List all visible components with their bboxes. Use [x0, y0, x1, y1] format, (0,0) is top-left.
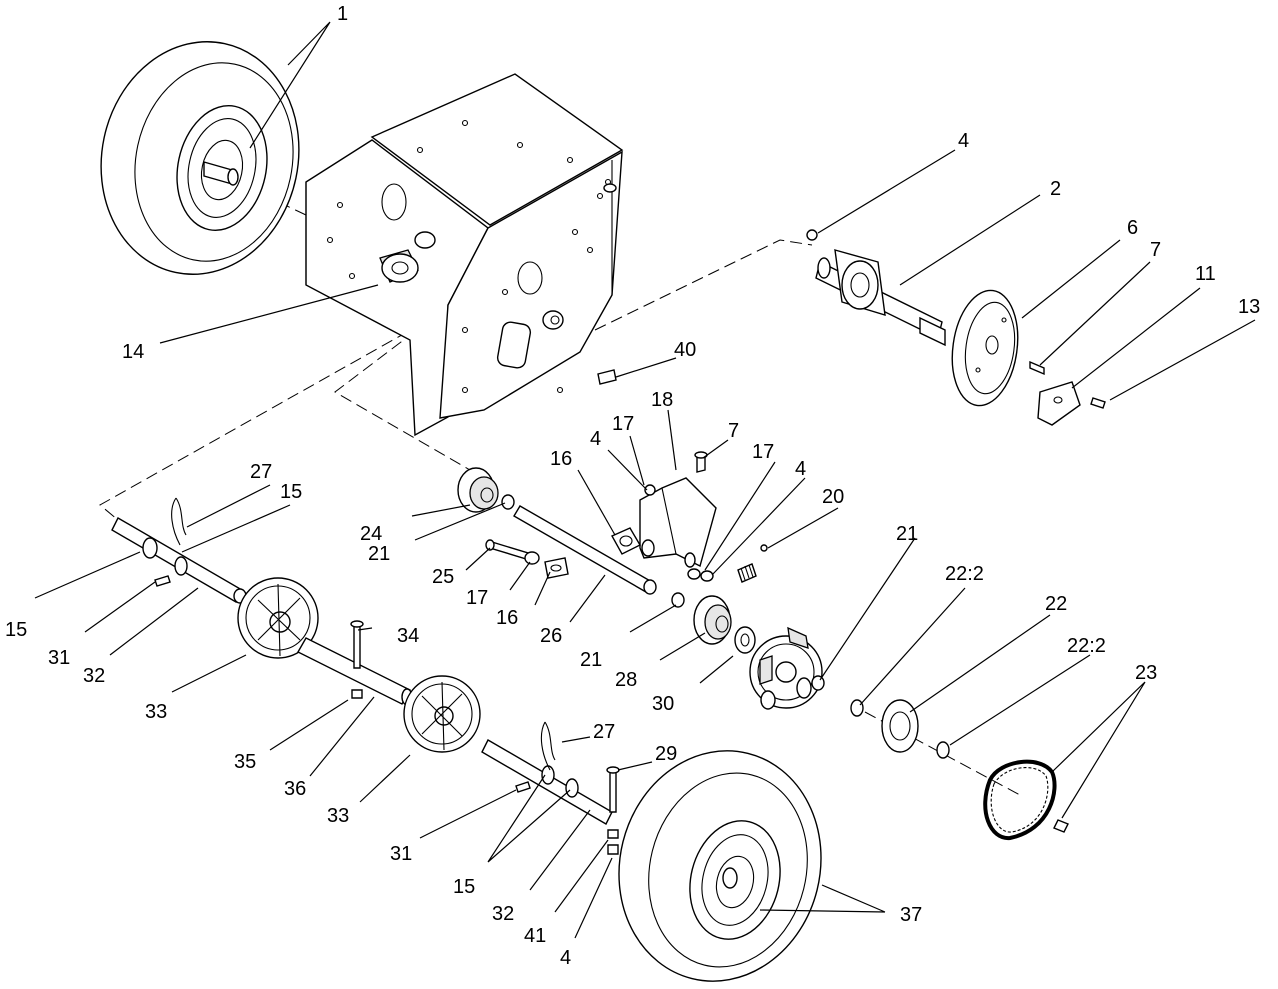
label-washer-right: 21	[896, 523, 918, 545]
lower-gear-shaft	[403, 675, 620, 855]
label-sprocket-pin-b: 22:2	[1067, 635, 1106, 657]
label-nut-gear: 35	[234, 751, 256, 773]
label-spacer-upper-left: 17	[612, 413, 634, 435]
right-sprocket-chain	[850, 699, 1069, 841]
upper-tire	[100, 41, 300, 275]
label-pin-top: 15	[280, 481, 302, 503]
label-tire-lower: 37	[900, 904, 922, 926]
label-washer-left: 21	[368, 543, 390, 565]
shift-bracket-group	[611, 451, 768, 583]
label-shaft-main: 26	[540, 625, 562, 647]
label-bolt-bracket: 7	[728, 420, 739, 442]
label-axle-lower: 32	[492, 903, 514, 925]
label-washer-large: 30	[652, 693, 674, 715]
label-sprocket: 22	[1045, 593, 1067, 615]
label-hairpin-lower: 27	[593, 721, 615, 743]
label-bearing-left: 24	[360, 523, 382, 545]
label-frame-bolt: 40	[674, 339, 696, 361]
label-bracket-nut-right: 4	[795, 458, 806, 480]
frame-bolt	[597, 369, 617, 385]
shift-shaft-group	[457, 467, 756, 654]
label-nut-41: 41	[524, 925, 546, 947]
label-gear-lower: 33	[327, 805, 349, 827]
label-hub-bearing: 28	[615, 669, 637, 691]
label-key-upper: 31	[48, 647, 70, 669]
axle-assembly	[806, 229, 946, 347]
label-bolt-lower: 29	[655, 743, 677, 765]
leader-lines	[34, 21, 1256, 939]
hub-plate	[951, 289, 1019, 407]
label-bracket-nut: 4	[590, 428, 601, 450]
label-pin-lower: 15	[453, 876, 475, 898]
callout-labels: 1 14 4 2 6 7 11 13 40 27 15 15 31 32 33 …	[5, 3, 1260, 969]
label-nut-upper: 4	[958, 130, 969, 152]
label-spring: 20	[822, 486, 844, 508]
label-spacer-upper-right: 17	[752, 441, 774, 463]
central-sprocket	[749, 626, 825, 710]
frame-housing	[305, 73, 624, 437]
label-bushing: 14	[122, 341, 144, 363]
label-screw-cover: 13	[1238, 296, 1260, 318]
label-cover-plate: 11	[1195, 263, 1216, 285]
label-cam-upper: 16	[550, 448, 572, 470]
label-bolt-long: 25	[432, 566, 454, 588]
label-shaft-gear: 36	[284, 778, 306, 800]
upper-right-fasteners	[1029, 360, 1106, 426]
label-bolt-gear: 34	[397, 625, 419, 647]
label-washer-mid: 21	[580, 649, 602, 671]
lower-tire	[618, 750, 822, 982]
label-pin-side: 15	[5, 619, 27, 641]
label-tire-upper: 1	[337, 3, 348, 25]
label-axle-assembly: 2	[1050, 178, 1061, 200]
label-cam-lower: 16	[496, 607, 518, 629]
label-chain: 23	[1135, 662, 1157, 684]
label-shift-bracket: 18	[651, 389, 673, 411]
label-spacer-lower: 17	[466, 587, 488, 609]
label-sprocket-pin-a: 22:2	[945, 563, 984, 585]
label-gear-upper: 33	[145, 701, 167, 723]
label-bolt-upper: 7	[1150, 239, 1161, 261]
label-axle-upper: 32	[83, 665, 105, 687]
label-hairpin-upper: 27	[250, 461, 272, 483]
label-key-lower: 31	[390, 843, 412, 865]
label-hub-plate: 6	[1127, 217, 1138, 239]
label-nut-lower-4: 4	[560, 947, 571, 969]
upper-gear-shaft	[111, 497, 319, 659]
